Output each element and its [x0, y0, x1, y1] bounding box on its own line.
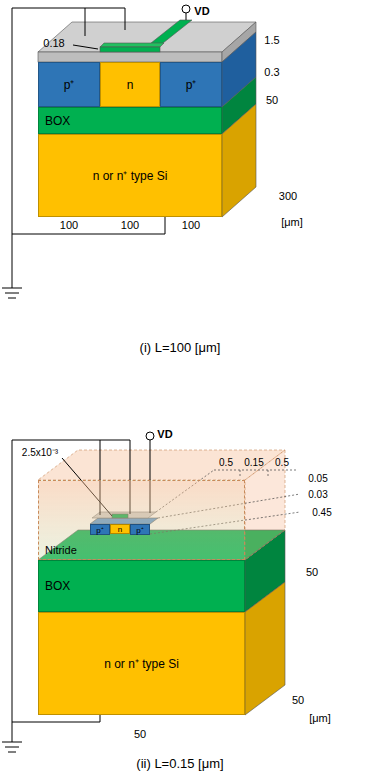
ground-symbol — [2, 742, 22, 743]
dimension-label: VD — [194, 5, 209, 17]
layer-label: n — [118, 525, 122, 534]
substrate-wire — [12, 715, 100, 722]
ground-symbol — [8, 298, 16, 299]
leader-line — [73, 45, 98, 49]
metal-front — [38, 52, 222, 62]
layer-face: n or n⁺ type Si — [38, 612, 245, 715]
layer-face: n — [110, 524, 130, 534]
drain-terminal — [146, 432, 154, 440]
layer-face: Nitride — [38, 480, 245, 560]
dimension-label: [μm] — [309, 712, 331, 724]
ground-symbol — [8, 752, 16, 753]
layer-label: BOX — [45, 579, 70, 593]
dimension-label: 0.18 — [43, 37, 64, 49]
dimension-label: 2.5x10⁻³ — [22, 447, 58, 458]
layer-label: p⁺ — [186, 76, 197, 93]
layer-label: p⁺ — [96, 524, 103, 535]
dimension-label: 100 — [182, 219, 200, 231]
dimension-label: 50 — [266, 94, 278, 106]
layer-face: p⁺ — [160, 62, 222, 107]
dimension-label: 0.3 — [264, 66, 279, 78]
dimension-label: 0.45 — [312, 507, 331, 518]
substrate-wire — [12, 217, 165, 234]
drain-terminal — [182, 5, 190, 13]
layer-label: p⁺ — [136, 524, 143, 535]
layer-label: Nitride — [45, 544, 77, 556]
gate-top — [100, 43, 164, 47]
drain-wire — [186, 13, 187, 20]
dimension-label: 100 — [121, 219, 139, 231]
layer-face: p⁺ — [38, 62, 100, 107]
gate-front — [100, 47, 160, 52]
guide-line — [240, 470, 241, 476]
substrate-side — [222, 104, 256, 217]
dimension-label: 50 — [306, 566, 318, 578]
guide-line — [268, 470, 269, 476]
ground-symbol — [5, 293, 19, 294]
dimension-label: [μm] — [281, 216, 303, 228]
dimension-label: 0.5 — [219, 457, 233, 468]
dimension-label: 100 — [60, 219, 78, 231]
dimension-label: 50 — [292, 694, 304, 706]
nitride-top — [38, 450, 285, 480]
device-2 — [38, 450, 285, 715]
ground-symbol — [2, 288, 22, 289]
dimension-label: 1.5 — [264, 34, 279, 46]
substrate-side — [245, 582, 285, 715]
layer-label: n or n⁺ type Si — [93, 167, 168, 184]
dimension-label: 0.15 — [244, 457, 263, 468]
layer-face: BOX — [38, 560, 245, 612]
layer-face: p⁺ — [130, 524, 150, 535]
metal-top — [38, 22, 256, 52]
guide-line — [214, 470, 296, 471]
dimension-label: 0.05 — [308, 473, 327, 484]
figure-caption: (ii) L=0.15 [μm] — [136, 757, 223, 771]
layer-face: n — [100, 62, 160, 107]
dimension-label: 300 — [279, 190, 297, 202]
ground-wire — [85, 8, 125, 30]
dimension-label: 0.03 — [308, 489, 327, 500]
dimension-label: 50 — [134, 728, 146, 740]
ground-symbol — [5, 747, 19, 748]
figure-caption: (i) L=100 [μm] — [140, 341, 221, 355]
layer-face: BOX — [38, 107, 222, 134]
layer-label: n — [127, 78, 134, 92]
layer-label: p⁺ — [64, 76, 75, 93]
dimension-label: 0.5 — [275, 457, 289, 468]
layer-face: n or n⁺ type Si — [38, 134, 222, 217]
dimension-label: VD — [157, 428, 172, 440]
device-1 — [38, 20, 256, 217]
layer-label: BOX — [45, 114, 70, 128]
layer-face: p⁺ — [90, 524, 110, 535]
layer-label: n or n⁺ type Si — [104, 655, 179, 672]
